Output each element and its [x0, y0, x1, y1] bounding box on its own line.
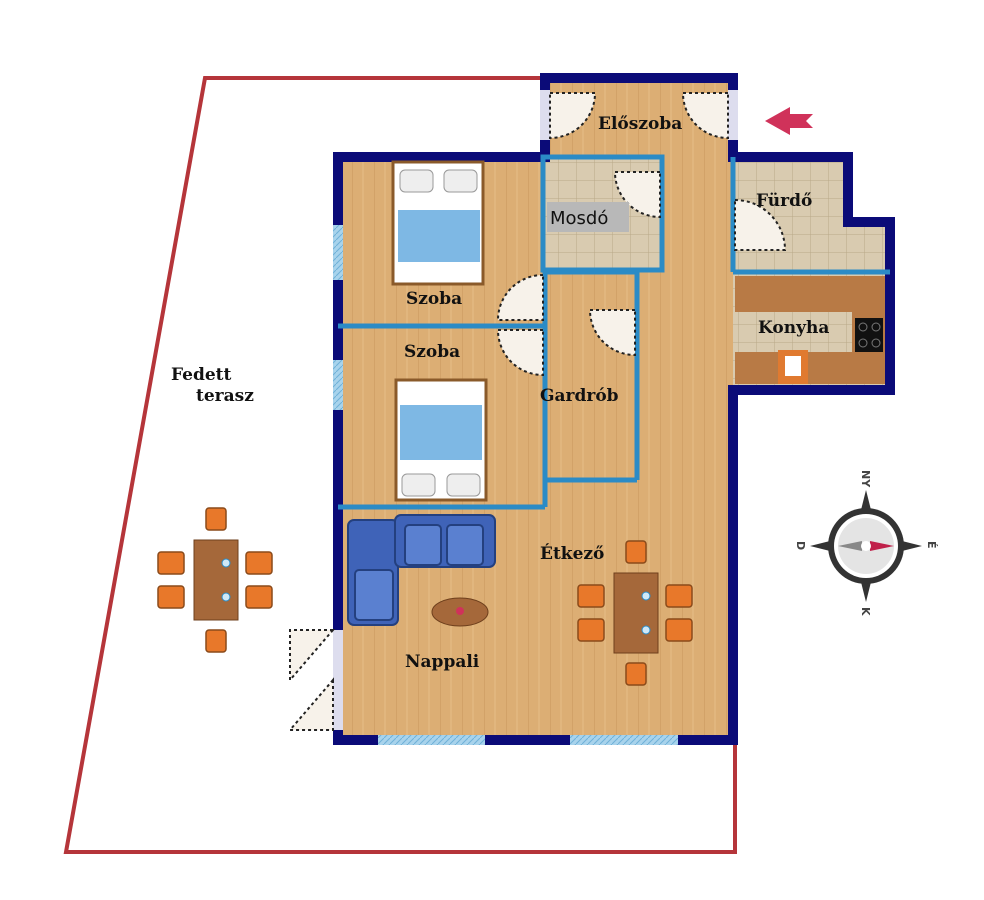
kitchen-counters: [735, 276, 885, 384]
room-label-etkezo: Étkező: [540, 543, 604, 564]
compass-south: K: [859, 607, 872, 616]
compass: NY É K D: [794, 470, 938, 616]
bed-icon: [391, 160, 485, 286]
room-label-nappali: Nappali: [405, 652, 480, 672]
door-swings: [287, 92, 787, 731]
bed-icon: [394, 378, 488, 502]
sofa-icon: [347, 514, 496, 626]
compass-north: NY: [859, 470, 872, 488]
room-label-szoba-2: Szoba: [404, 342, 460, 362]
terrace-outline: [63, 76, 737, 854]
room-label-szoba-1: Szoba: [406, 289, 462, 309]
room-label-konyha: Konyha: [758, 318, 829, 338]
room-label-eloszoba: Előszoba: [598, 114, 682, 134]
inner-walls: [338, 154, 890, 510]
dining-table-icon: [157, 507, 273, 653]
entrance-arrow-icon: [765, 107, 813, 135]
room-label-terasz-2: terasz: [196, 386, 254, 406]
room-label-gardrob: Gardrób: [540, 386, 619, 406]
room-label-mosdo: Mosdó: [550, 208, 608, 229]
room-label-furdo: Fürdő: [756, 191, 812, 211]
room-label-terasz-1: Fedett: [171, 365, 232, 385]
outer-walls: [333, 73, 895, 745]
windows: [333, 90, 738, 745]
stove-icon: [855, 318, 883, 352]
dining-table-icon: [577, 540, 693, 686]
compass-east: É: [925, 541, 938, 549]
compass-west: D: [794, 541, 807, 550]
